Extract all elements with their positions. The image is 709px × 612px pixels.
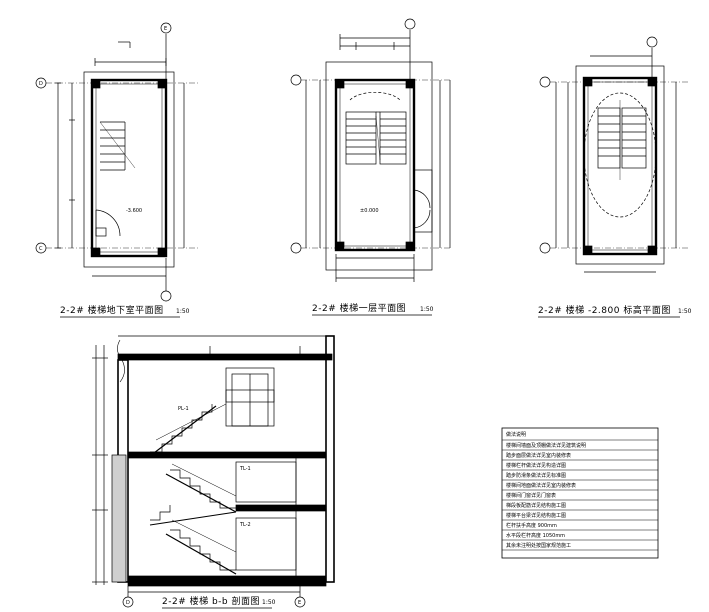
section-b-b: D E PL-1 TL-1 TL-2 xyxy=(92,335,335,608)
plan-minus-2800-scale: 1:50 xyxy=(678,308,692,315)
notes-row: 楼梯平台梁详见结构施工图 xyxy=(506,512,566,519)
plan-ground-floor: ±0.000 xyxy=(290,18,451,282)
plan-minus-2800 xyxy=(539,36,690,273)
plan-ground-title: 2-2# 楼梯一层平面图 xyxy=(312,302,406,314)
svg-text:TL-1: TL-1 xyxy=(239,466,251,472)
plan-basement-scale: 1:50 xyxy=(176,308,190,315)
plan-minus-2800-title: 2-2# 楼梯 -2.800 标高平面图 xyxy=(538,304,671,316)
section-scale: 1:50 xyxy=(262,599,276,606)
notes-row: 楼梯间地面做法详见室内装修表 xyxy=(506,482,576,489)
notes-row: 踏步防滑条做法详见标准图 xyxy=(506,472,566,479)
svg-text:D: D xyxy=(39,81,43,87)
plan-basement: E D C xyxy=(35,22,200,302)
plan-ground-scale: 1:50 xyxy=(420,306,434,313)
notes-row: 水平段栏杆高度 1050mm xyxy=(506,532,565,539)
notes-row: 其余未注明处按国家规范施工 xyxy=(506,542,571,549)
svg-text:-3.600: -3.600 xyxy=(126,208,142,214)
svg-text:C: C xyxy=(39,246,43,252)
plan-basement-title: 2-2# 楼梯地下室平面图 xyxy=(60,304,164,316)
notes-row: 楼梯间墙面及顶棚做法详见建筑说明 xyxy=(506,442,586,449)
notes-row: 梯段板配筋详见结构施工图 xyxy=(506,502,566,509)
svg-text:E: E xyxy=(298,600,301,606)
notes-row: 楼梯间门窗详见门窗表 xyxy=(506,492,556,499)
axis-bubble-e-bottom xyxy=(160,290,172,302)
section-title: 2-2# 楼梯 b-b 剖面图 xyxy=(162,595,260,607)
notes-row: 栏杆扶手高度 900mm xyxy=(506,522,557,529)
axis-bubble-e xyxy=(160,22,172,34)
svg-text:TL-2: TL-2 xyxy=(239,522,251,528)
svg-text:±0.000: ±0.000 xyxy=(360,208,379,214)
notes-row: 楼梯栏杆做法详见构造详图 xyxy=(506,462,566,469)
svg-text:D: D xyxy=(126,600,130,606)
notes-row: 踏步面层做法详见室内装修表 xyxy=(506,452,571,459)
notes-title: 做法说明 xyxy=(506,431,526,438)
svg-text:E: E xyxy=(164,26,167,32)
axis-bubble-e xyxy=(404,18,416,30)
svg-text:PL-1: PL-1 xyxy=(178,406,189,412)
notes-table: 做法说明 楼梯间墙面及顶棚做法详见建筑说明 踏步面层做法详见室内装修表 楼梯栏杆… xyxy=(501,427,659,559)
